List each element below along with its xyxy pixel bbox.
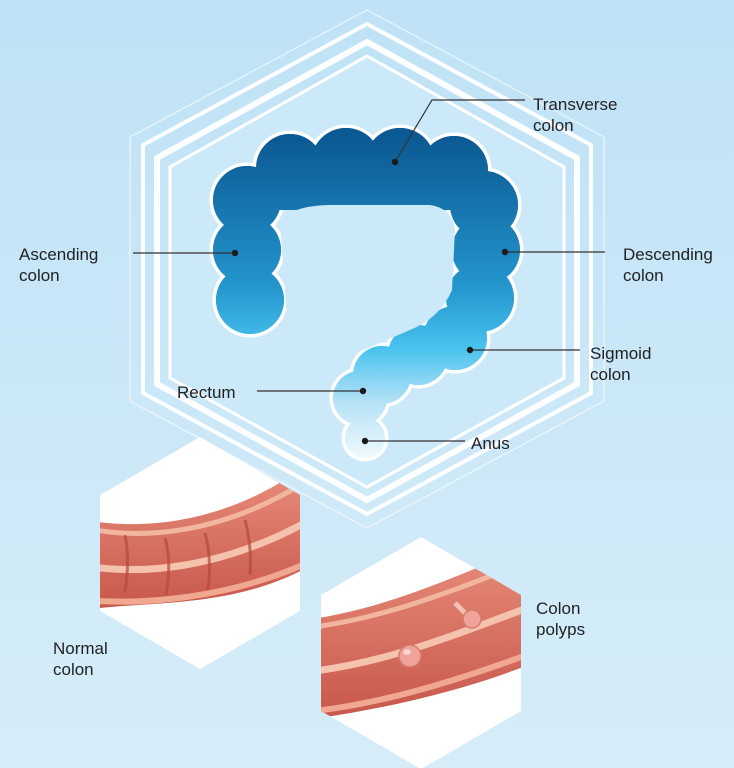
label-ascending-line1: Ascending [19, 244, 98, 265]
polyp-shape [399, 645, 421, 667]
label-ascending-line2: colon [19, 265, 98, 286]
label-anus-line1: Anus [471, 433, 510, 454]
label-transverse-line2: colon [533, 115, 617, 136]
label-normal-colon: Normal colon [53, 638, 108, 680]
label-sigmoid-line2: colon [590, 364, 651, 385]
label-normal-line1: Normal [53, 638, 108, 659]
label-sigmoid-line1: Sigmoid [590, 343, 651, 364]
colon-polyps-inset [305, 537, 540, 768]
label-normal-line2: colon [53, 659, 108, 680]
label-transverse-colon: Transverse colon [533, 94, 617, 136]
label-ascending-colon: Ascending colon [19, 244, 98, 286]
label-transverse-line1: Transverse [533, 94, 617, 115]
label-sigmoid-colon: Sigmoid colon [590, 343, 651, 385]
label-polyps-line1: Colon [536, 598, 585, 619]
label-rectum-line1: Rectum [177, 382, 236, 403]
label-colon-polyps: Colon polyps [536, 598, 585, 640]
label-rectum: Rectum [177, 382, 236, 403]
label-polyps-line2: polyps [536, 619, 585, 640]
label-descending-line2: colon [623, 265, 713, 286]
label-descending-line1: Descending [623, 244, 713, 265]
label-descending-colon: Descending colon [623, 244, 713, 286]
label-anus: Anus [471, 433, 510, 454]
